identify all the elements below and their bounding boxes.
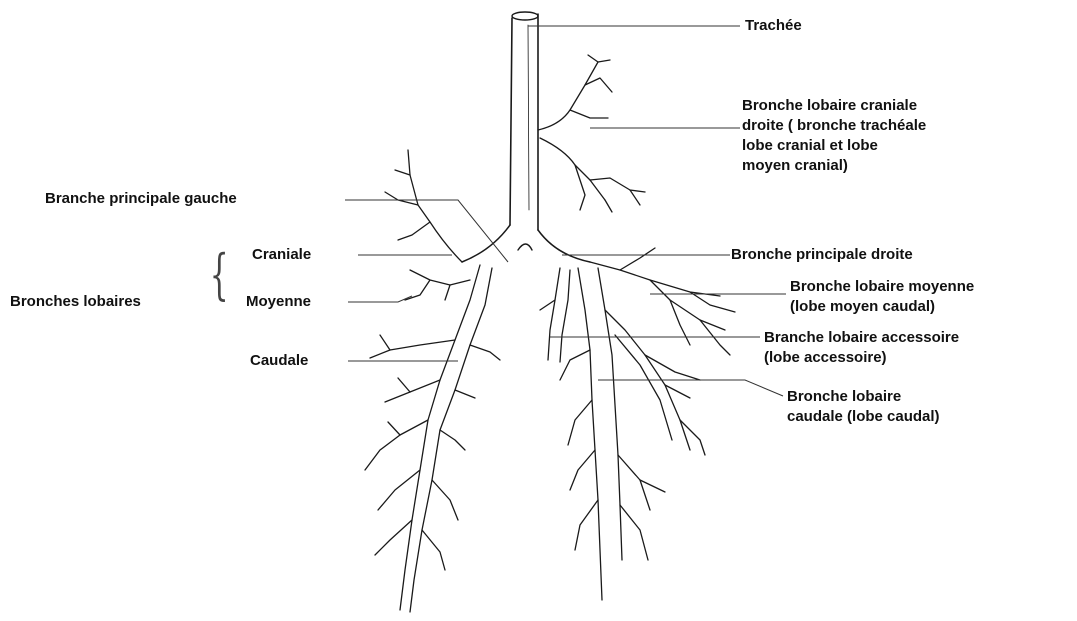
label-bronche-lobaire-moyenne: Bronche lobaire moyenne (lobe moyen caud…: [790, 277, 974, 317]
label-bronche-principale-droite: Bronche principale droite: [731, 245, 913, 265]
main-bronchi: [462, 225, 590, 262]
label-line: (lobe moyen caudal): [790, 297, 974, 317]
accessory-lobar-branch: [540, 268, 570, 362]
label-branche-principale-gauche: Branche principale gauche: [45, 189, 237, 209]
label-caudale: Caudale: [250, 351, 308, 371]
leader-bronche-lobaire-caudale: [598, 380, 783, 396]
label-bronche-lobaire-caudale: Bronche lobaire caudale (lobe caudal): [787, 387, 940, 427]
left-middle-lobar-branch: [405, 270, 470, 300]
label-line: Bronche lobaire moyenne: [790, 277, 974, 297]
leader-moyenne: [348, 296, 412, 302]
right-cranial-lobar-branch: [538, 55, 645, 212]
label-bronche-lobaire-craniale-droite: Bronche lobaire craniale droite ( bronch…: [742, 96, 926, 176]
label-moyenne: Moyenne: [246, 292, 311, 312]
label-bronches-lobaires: Bronches lobaires: [10, 292, 141, 312]
label-line: Bronche lobaire: [787, 387, 940, 407]
left-cranial-lobar-branch: [385, 150, 462, 262]
leader-branche-principale-gauche: [345, 200, 508, 262]
label-line: Bronche lobaire craniale: [742, 96, 926, 116]
label-trachee: Trachée: [745, 16, 802, 36]
label-craniale: Craniale: [252, 245, 311, 265]
trachea: [510, 12, 538, 230]
label-line: caudale (lobe caudal): [787, 407, 940, 427]
leader-lines: [345, 26, 786, 396]
label-line: moyen cranial): [742, 156, 926, 176]
right-middle-lobar-branch: [590, 248, 735, 355]
label-line: droite ( bronche trachéale: [742, 116, 926, 136]
curly-brace: {: [210, 248, 229, 302]
label-line: (lobe accessoire): [764, 348, 959, 368]
label-line: Branche lobaire accessoire: [764, 328, 959, 348]
label-line: lobe cranial et lobe: [742, 136, 926, 156]
right-caudal-lobar-branch: [560, 268, 705, 600]
left-caudal-lobar-branch: [365, 265, 500, 612]
label-branche-lobaire-accessoire: Branche lobaire accessoire (lobe accesso…: [764, 328, 959, 368]
